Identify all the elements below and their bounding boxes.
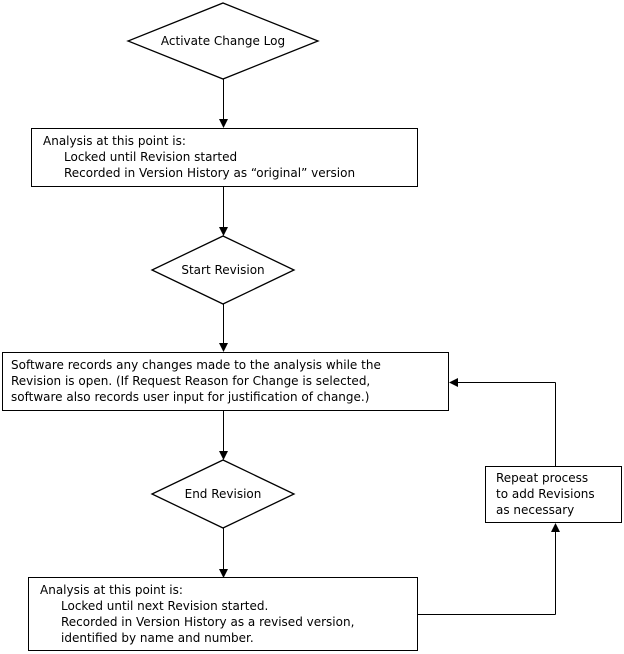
text-line: identified by name and number. xyxy=(61,631,254,645)
arrowhead-left-software-records xyxy=(449,378,458,387)
text-line: Analysis at this point is: xyxy=(40,583,183,597)
text-line: Revision is open. (If Request Reason for… xyxy=(11,374,371,388)
arrowhead-down-analysis-original xyxy=(219,119,228,128)
text-line: as necessary xyxy=(496,503,575,517)
process-analysis-revised-text: Analysis at this point is: Locked until … xyxy=(40,582,354,646)
text-line: Analysis at this point is: xyxy=(43,134,186,148)
arrowhead-down-start-revision xyxy=(219,227,228,236)
text-line: Recorded in Version History as a revised… xyxy=(61,615,355,629)
process-software-records-text: Software records any changes made to the… xyxy=(11,357,381,405)
arrowhead-down-software-records xyxy=(219,343,228,352)
text-line: software also records user input for jus… xyxy=(11,390,370,404)
text-line: Locked until Revision started xyxy=(64,150,238,164)
decision-start-revision: Start Revision xyxy=(152,236,294,304)
process-shape-analysis-original xyxy=(31,128,418,187)
text-line: Repeat process xyxy=(496,471,589,485)
process-shape-software-records xyxy=(2,352,449,411)
arrowhead-up-repeat-process xyxy=(551,523,560,532)
text-line: Recorded in Version History as “original… xyxy=(64,166,356,180)
process-repeat-process-text: Repeat process to add Revisions as neces… xyxy=(496,470,595,518)
decision-start-revision-label: Start Revision xyxy=(181,263,265,277)
decision-end-revision: End Revision xyxy=(152,460,294,528)
decision-end-revision-label: End Revision xyxy=(184,487,262,501)
arrowhead-down-analysis-revised xyxy=(219,569,228,578)
text-line: Software records any changes made to the… xyxy=(11,358,381,372)
process-shape-repeat-process xyxy=(485,466,622,523)
arrowhead-down-end-revision xyxy=(219,451,228,460)
decision-activate-change-log-label: Activate Change Log xyxy=(160,34,286,48)
text-line: to add Revisions xyxy=(496,487,595,501)
decision-activate-change-log: Activate Change Log xyxy=(128,3,318,79)
process-analysis-original-text: Analysis at this point is: Locked until … xyxy=(43,133,355,181)
process-shape-analysis-revised xyxy=(28,577,418,651)
text-line: Locked until next Revision started. xyxy=(61,599,269,613)
